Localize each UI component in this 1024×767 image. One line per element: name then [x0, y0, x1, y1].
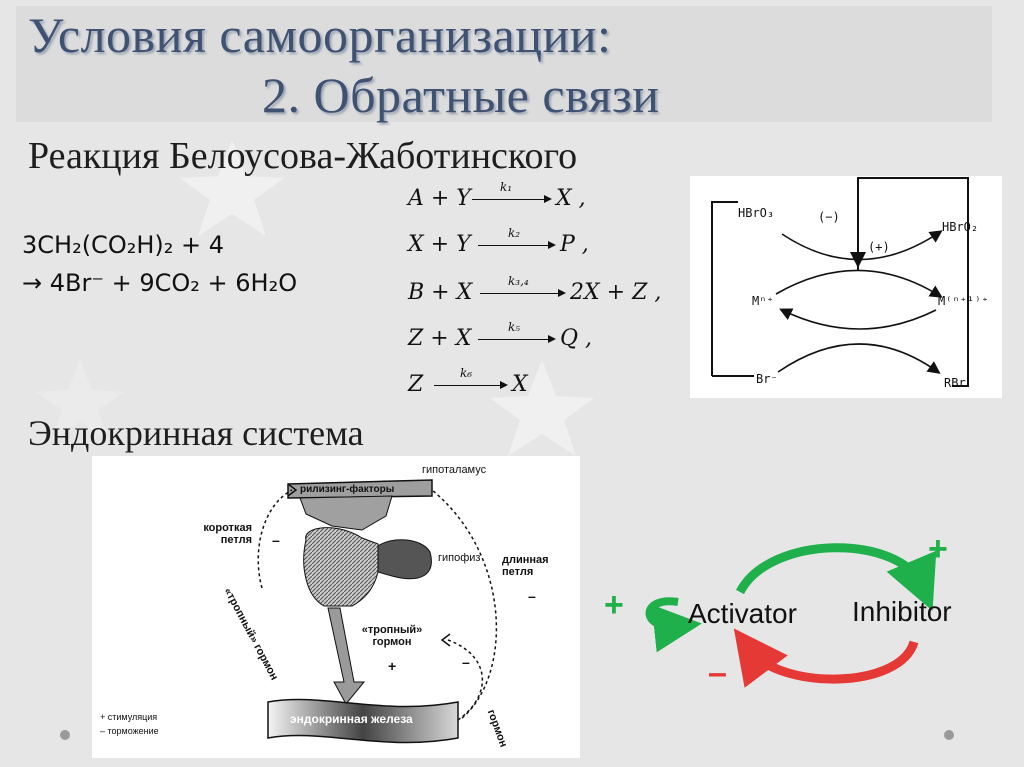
activator-inhibitor-arrows	[645, 543, 937, 688]
label-br: Br⁻	[756, 372, 778, 386]
label-hbro3: HBrO₃	[738, 206, 775, 220]
label-releasing: рилизинг-факторы	[300, 484, 395, 495]
label-activate: (+)	[868, 240, 890, 254]
bz-heading: Реакция Белоусова-Жаботинского	[28, 135, 578, 177]
endocrine-diagram: гипоталамус рилизинг-факторы короткая пе…	[92, 456, 580, 758]
positive-sign-left: +	[604, 586, 624, 624]
label-mn: Mⁿ⁺	[752, 294, 774, 308]
label-pituitary: гипофиз	[438, 552, 481, 564]
label-gland: эндокринная железа	[290, 712, 413, 726]
label-hypothalamus: гипоталамус	[422, 464, 487, 476]
long-loop-sign: –	[528, 588, 536, 604]
label-hbro2: HBrO₂	[942, 220, 979, 234]
title-band	[16, 6, 992, 122]
activator-label: Activator	[688, 598, 797, 629]
positive-sign-top: +	[928, 530, 948, 568]
slide-title: Условия самоорганизации:	[28, 7, 612, 63]
tropic-minus: –	[462, 654, 470, 670]
legend-plus: + стимуляция	[100, 712, 158, 722]
inhibitor-label: Inhibitor	[852, 596, 952, 627]
reaction-step: A + Y k₁ X ,	[408, 180, 586, 211]
reaction-step: Z + X k₅ Q ,	[408, 320, 593, 351]
tropic-plus: +	[388, 658, 397, 674]
legend-minus: – торможение	[100, 726, 159, 736]
reaction-step: Z k₆ X	[408, 366, 528, 397]
reaction-step: B + X k₃,₄ 2X + Z ,	[408, 274, 662, 305]
nav-dot-left[interactable]	[60, 730, 70, 740]
label-long-loop: длинная петля	[502, 554, 549, 578]
endocrine-shapes	[257, 479, 498, 744]
slide-subtitle: 2. Обратные связи	[262, 67, 660, 123]
negative-sign-bottom: –	[708, 654, 727, 692]
label-short-loop: короткая петля	[203, 522, 252, 546]
label-mn1: M⁽ⁿ⁺¹⁾⁺	[938, 294, 989, 308]
overall-equation-line1: 3CH₂(CO₂H)₂ + 4	[22, 231, 224, 259]
overall-equation-line2: → 4Br⁻ + 9CO₂ + 6H₂O	[22, 269, 298, 297]
label-rbr: RBr	[944, 376, 966, 390]
nav-dot-right[interactable]	[944, 730, 954, 740]
bz-cycle-diagram: HBrO₃ (−) (+) HBrO₂ Mⁿ⁺ M⁽ⁿ⁺¹⁾⁺ Br⁻ RBr	[690, 176, 1002, 398]
bz-cycle-lines	[711, 177, 969, 387]
short-loop-sign: –	[272, 532, 280, 548]
label-inhibit: (−)	[818, 210, 840, 224]
reaction-step: X + Y k₂ P ,	[408, 226, 589, 257]
label-tropic-center: «тропный» гормон	[361, 624, 423, 648]
endocrine-heading: Эндокринная система	[28, 413, 364, 453]
